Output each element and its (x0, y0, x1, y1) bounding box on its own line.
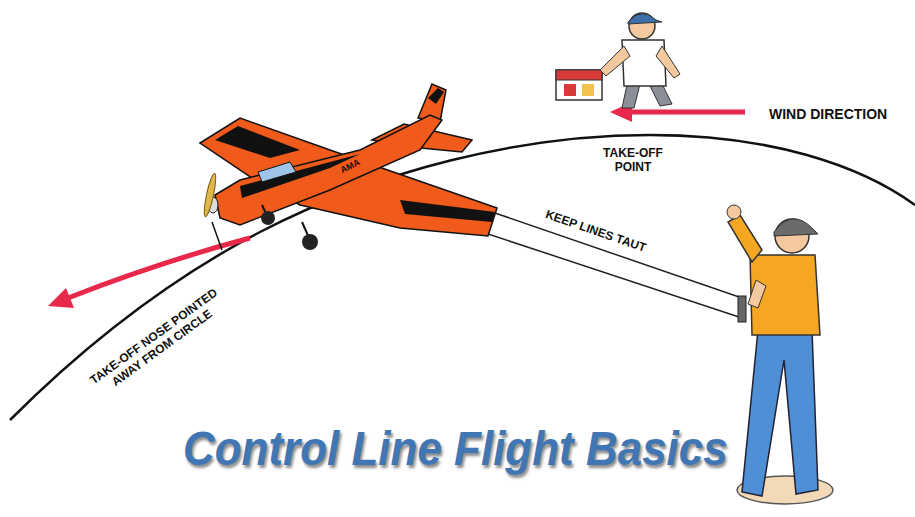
pilot-figure (727, 205, 833, 504)
wind-label: WIND DIRECTION (769, 106, 887, 123)
takeoff-note: TAKE-OFF NOSE POINTED AWAY FROM CIRCLE (77, 277, 240, 406)
airplane (200, 84, 497, 250)
mechanic-figure (556, 13, 680, 108)
title: Control Line Flight Basics (182, 421, 727, 476)
lines-label: KEEP LINES TAUT (544, 207, 649, 255)
fuselage-marking: AMA (338, 157, 361, 176)
takeoff-point-label: TAKE-OFF POINT (591, 146, 675, 175)
